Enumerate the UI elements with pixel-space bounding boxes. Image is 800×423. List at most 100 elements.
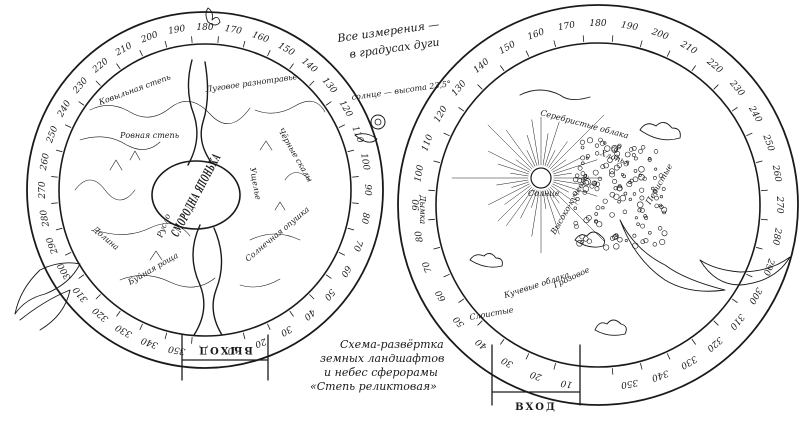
cloud-dot (591, 180, 598, 187)
sun-ray (553, 179, 586, 186)
cloud-dot (634, 156, 638, 161)
cloud-dot (601, 206, 605, 210)
cloud-dot (613, 243, 620, 250)
cloud-dot (628, 147, 634, 152)
sky-label: Дымка (418, 194, 427, 224)
place-label: Ровная степь (119, 131, 179, 140)
scale-tick-label: 150 (276, 41, 296, 58)
cloud-dot (586, 137, 593, 144)
scale-tick-mark (55, 227, 63, 231)
clouds (469, 89, 791, 336)
sky-label: Слоистые (469, 305, 515, 322)
cloud-dot (638, 173, 642, 177)
scale-tick-mark (65, 252, 72, 256)
scale-tick-label: 50 (452, 314, 467, 329)
scale-tick-mark (746, 273, 753, 278)
scale-tick-label: 340 (650, 367, 670, 382)
place-label: Луговое разнотравье (204, 72, 298, 94)
cloud-dot (583, 179, 590, 186)
sun-ray (504, 185, 531, 205)
scale-tick-label: 210 (678, 39, 699, 57)
scale-tick-mark (116, 63, 121, 70)
cloud-dot (573, 206, 577, 210)
scale-tick-label: 160 (251, 30, 271, 45)
scale-tick-label: 350 (167, 343, 186, 356)
scale-tick-mark (477, 84, 483, 90)
scale-tick-label: 320 (704, 334, 724, 353)
place-label: Ущелье (248, 167, 263, 201)
cloud-dot (639, 187, 645, 193)
place-label: Ковыльная степь (97, 72, 172, 107)
scale-tick-mark (338, 124, 345, 128)
exit-gate: ВЫХОД (181, 334, 269, 381)
sun-ray (497, 186, 533, 222)
cloud-dot (613, 193, 620, 200)
sun-ray (551, 159, 567, 171)
cloud-dot (613, 164, 620, 171)
cloud-dot (583, 236, 589, 242)
cloud-dot (659, 239, 666, 246)
cloud-dot (599, 140, 606, 146)
scale-tick-mark (347, 149, 355, 153)
scale-tick-mark (433, 247, 440, 250)
cloud-dot (609, 235, 615, 241)
cloud-dot (593, 219, 598, 224)
cloud-dot (654, 195, 659, 201)
entry-gate: ВХОД (491, 344, 581, 413)
scale-tick-mark (760, 218, 768, 221)
cloud-dot (637, 208, 642, 213)
scale-tick-mark (611, 35, 614, 43)
scale-tick-mark (325, 274, 332, 279)
scale-tick-label: 330 (678, 353, 698, 370)
scale-tick-mark (611, 367, 614, 375)
cloud-dot (654, 203, 659, 209)
scale-tick-label: 20 (253, 335, 268, 349)
scale-tick-mark (139, 50, 143, 57)
place-label: Долина (90, 224, 121, 252)
left-inner-ring (58, 43, 352, 337)
scale-tick-label: 160 (526, 27, 546, 42)
cloud-dot (581, 177, 585, 181)
cloud-dot (585, 154, 591, 159)
scale-tick-mark (458, 107, 465, 112)
scale-tick-label: 250 (760, 132, 776, 153)
cloud-dot (604, 145, 611, 152)
scale-tick-label: 100 (358, 153, 371, 172)
scale-tick-label: 90 (412, 199, 422, 211)
scale-tick-mark (666, 353, 671, 360)
scale-tick-label: 140 (299, 57, 319, 76)
scale-tick-mark (756, 160, 763, 163)
cloud-dot (626, 181, 633, 188)
scale-tick-label: 40 (474, 336, 490, 352)
scale-tick-label: 110 (420, 133, 435, 153)
cloud-dot (632, 233, 637, 238)
sun-ray (542, 133, 549, 166)
scale-tick-label: 220 (90, 56, 111, 76)
place-label: Солнечная опушка (244, 205, 312, 264)
scale-tick-mark (51, 202, 58, 204)
sun-ray (546, 150, 556, 167)
cloud-dot (596, 221, 603, 228)
cloud-dot (580, 155, 586, 161)
scale-tick-mark (500, 65, 505, 72)
cloud-dot (617, 200, 621, 204)
scale-tick-label: 250 (45, 125, 61, 146)
scale-tick-mark (338, 252, 345, 256)
scale-tick-mark (640, 40, 643, 47)
place-label: Русло (155, 212, 172, 239)
sun-ray (531, 190, 540, 237)
cloud-dot (619, 194, 627, 202)
right-degree-scale: 1020304050607080901001101201301401501601… (412, 19, 784, 390)
left-disc: 1020304050607080901001101201301401501601… (14, 7, 384, 381)
legend-line1: Схема-развёртка (340, 338, 444, 351)
scale-tick-mark (582, 35, 585, 43)
cloud-dot (603, 141, 607, 145)
sun-ray (506, 130, 534, 168)
sky-label: Перистые (643, 162, 674, 207)
scale-tick-mark (116, 310, 121, 317)
scale-tick-label: 320 (91, 305, 111, 324)
cloud-dot (614, 154, 619, 160)
cloud-dot (661, 187, 666, 191)
scale-tick-label: 90 (362, 184, 372, 196)
